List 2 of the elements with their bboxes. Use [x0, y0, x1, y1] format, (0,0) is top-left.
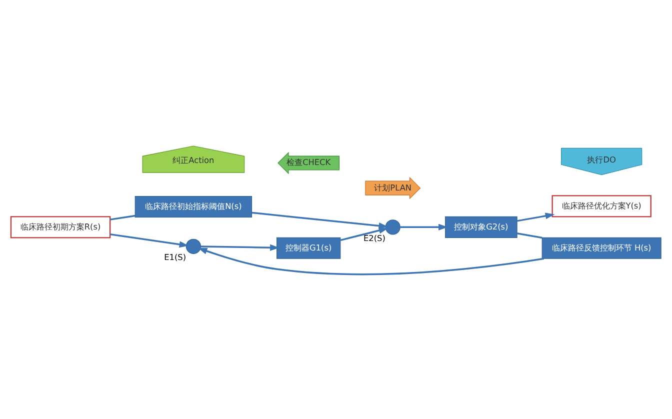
node-label: E1(S) [164, 252, 186, 262]
node-label: E2(S) [364, 232, 386, 242]
